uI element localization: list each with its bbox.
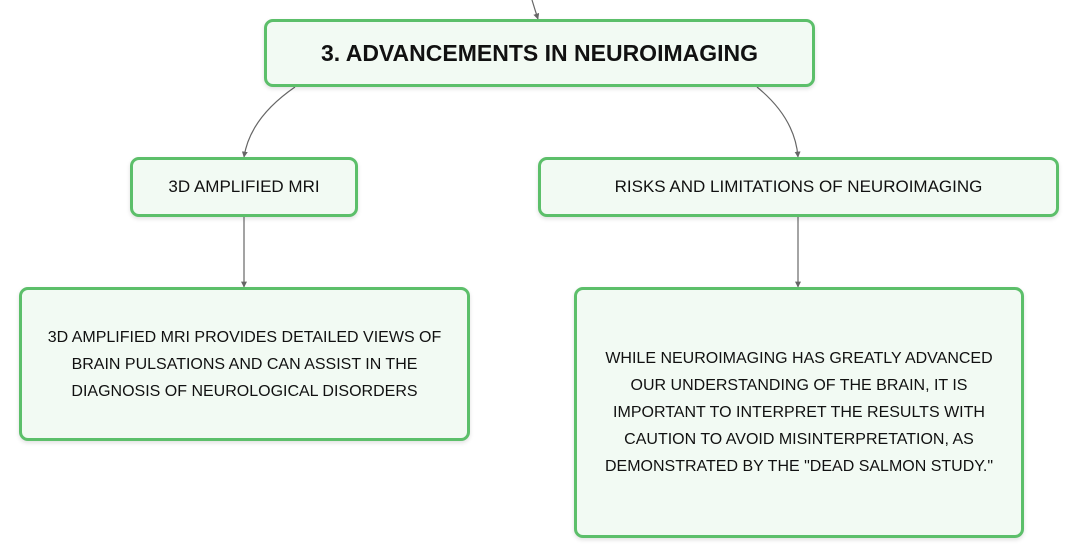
root-topic-label: 3. Advancements in Neuroimaging (320, 39, 759, 66)
branch-node-risks-and-limitations[interactable]: Risks and Limitations of Neuroimaging (538, 157, 1059, 217)
description-node-risks-and-limitations[interactable]: While neuroimaging has greatly advanced … (574, 287, 1024, 538)
description-text-3d-amplified-mri: 3D amplified MRI provides detailed views… (47, 328, 442, 400)
root-topic-node[interactable]: 3. Advancements in Neuroimaging (264, 19, 815, 87)
branch-node-3d-amplified-mri[interactable]: 3D Amplified MRI (130, 157, 358, 217)
connector-root-to-risks (756, 86, 801, 158)
connector-root-to-mri (241, 86, 296, 158)
branch-label-risks-and-limitations: Risks and Limitations of Neuroimaging (614, 177, 983, 196)
branch-label-3d-amplified-mri: 3D Amplified MRI (168, 177, 320, 196)
description-node-3d-amplified-mri[interactable]: 3D amplified MRI provides detailed views… (19, 287, 470, 441)
connector-parent-to-root (531, 0, 540, 20)
description-text-risks-and-limitations: While neuroimaging has greatly advanced … (604, 350, 994, 475)
